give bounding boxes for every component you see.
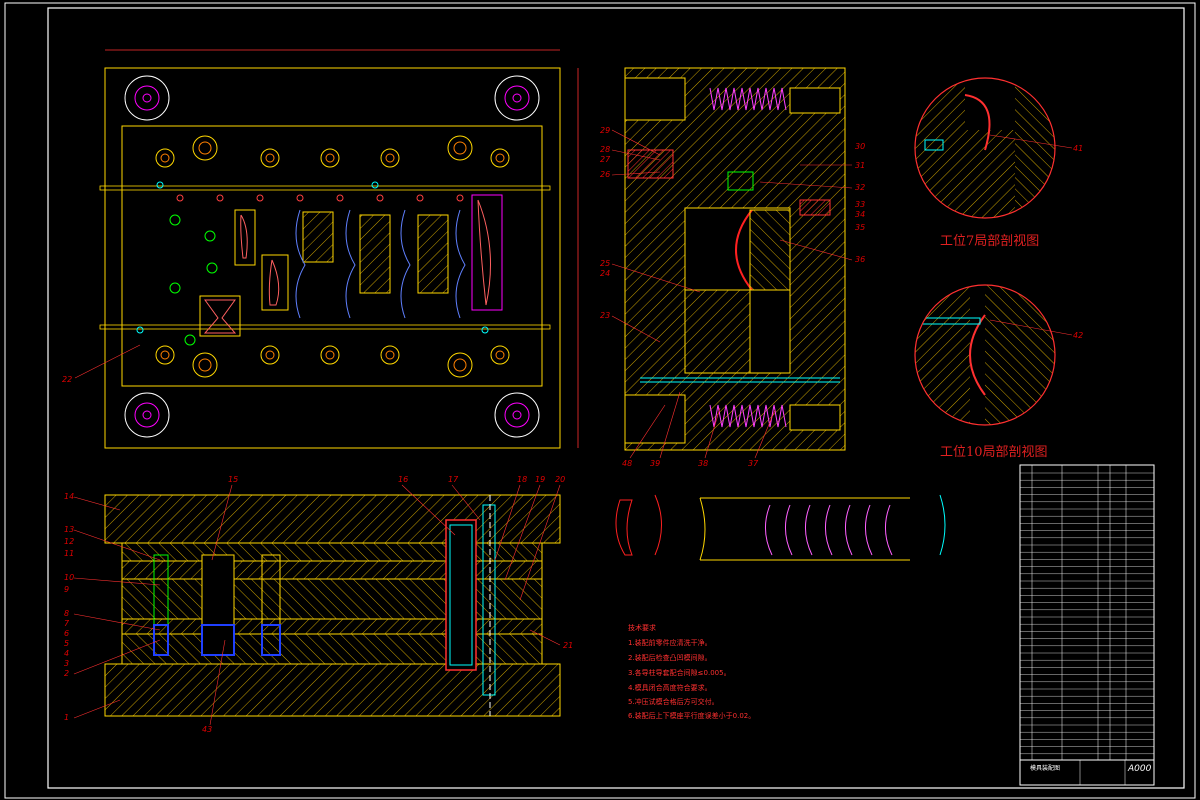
section-callouts-bottom: 48 39 38 37 xyxy=(622,391,776,468)
callout-42: 42 xyxy=(1073,331,1083,340)
callout-38: 38 xyxy=(698,459,708,468)
callout-7: 7 xyxy=(64,619,70,628)
callout-18: 18 xyxy=(517,475,527,484)
tech-req-line-3: 3.各导柱导套配合间隙≤0.005。 xyxy=(628,668,731,677)
callout-14: 14 xyxy=(64,492,74,501)
callout-39: 39 xyxy=(650,459,660,468)
guide-post-br xyxy=(494,392,540,438)
tech-req-line-1: 1.装配前零件应清洗干净。 xyxy=(628,638,712,647)
tech-req-line-5: 5.冲压试模合格后方可交付。 xyxy=(628,697,719,706)
callout-27: 27 xyxy=(600,155,611,164)
callout-11: 11 xyxy=(64,549,74,558)
tech-req-line-4: 4.模具闭合高度符合要求。 xyxy=(628,683,712,692)
callout-2: 2 xyxy=(64,669,69,678)
callout-19: 19 xyxy=(535,475,545,484)
drawing-frame-outer xyxy=(4,2,1196,799)
callout-34: 34 xyxy=(855,210,865,219)
plan-view: 22 xyxy=(62,49,579,449)
callout-41: 41 xyxy=(1073,144,1083,153)
technical-requirements: 技术要求 1.装配前零件应清洗干净。 2.装配后检查凸凹模间隙。 3.各导柱导套… xyxy=(628,623,755,720)
callout-20: 20 xyxy=(555,475,565,484)
callout-12: 12 xyxy=(64,537,74,546)
front-callouts-left: 14 13 12 11 10 9 8 7 6 5 4 3 2 1 xyxy=(64,492,161,722)
tech-req-line-6: 6.装配后上下模座平行度误差小于0.02。 xyxy=(628,711,755,720)
callout-33: 33 xyxy=(855,200,865,209)
callout-37: 37 xyxy=(748,459,759,468)
callout-15: 15 xyxy=(228,475,238,484)
section-callouts-right: 30 31 32 33 34 35 36 xyxy=(759,142,865,264)
callout-21: 21 xyxy=(563,641,573,650)
callout-30: 30 xyxy=(855,142,865,151)
callout-24: 24 xyxy=(600,269,610,278)
front-section-view: 14 13 12 11 10 9 8 7 6 5 4 3 2 1 15 16 1… xyxy=(64,475,573,734)
callout-6: 6 xyxy=(64,629,69,638)
callout-36: 36 xyxy=(855,255,865,264)
tech-req-heading: 技术要求 xyxy=(628,623,656,632)
callout-25: 25 xyxy=(600,259,610,268)
callout-17: 17 xyxy=(448,475,459,484)
callout-31: 31 xyxy=(855,161,865,170)
callout-32: 32 xyxy=(855,183,865,192)
callout-4: 4 xyxy=(64,649,69,658)
callout-16: 16 xyxy=(398,475,408,484)
title-block: 模具装配图 A000 xyxy=(1019,464,1155,786)
callout-26: 26 xyxy=(600,170,610,179)
callout-5: 5 xyxy=(64,639,69,648)
guide-post-bl xyxy=(124,392,170,438)
callout-3: 3 xyxy=(64,659,69,668)
callout-10: 10 xyxy=(64,573,74,582)
section-view-7-title: 工位7局部剖视图 xyxy=(940,234,1039,249)
callout-29: 29 xyxy=(600,126,610,135)
callout-35: 35 xyxy=(855,223,865,232)
callout-9: 9 xyxy=(64,585,69,594)
section-view: 29 28 27 26 25 24 23 30 31 32 33 34 35 3… xyxy=(600,67,865,468)
callout-28: 28 xyxy=(600,145,610,154)
detail-view-station-10: 42 工位10局部剖视图 xyxy=(914,284,1083,460)
drawing-number: A000 xyxy=(1127,764,1152,774)
callout-48: 48 xyxy=(622,459,632,468)
title-block-name: 模具装配图 xyxy=(1030,764,1060,772)
callout-23: 23 xyxy=(600,311,610,320)
front-callouts-top: 15 16 17 18 19 20 21 43 xyxy=(202,475,573,734)
strip-layout xyxy=(615,494,946,561)
callout-1: 1 xyxy=(64,713,69,722)
drawing-frame-inner xyxy=(47,7,1185,789)
callout-13: 13 xyxy=(64,525,74,534)
callout-43: 43 xyxy=(202,725,212,734)
section-callouts-left: 29 28 27 26 25 24 23 xyxy=(600,126,701,343)
guide-post-tr xyxy=(494,75,540,121)
tech-req-line-2: 2.装配后检查凸凹模间隙。 xyxy=(628,653,712,662)
callout-8: 8 xyxy=(64,609,69,618)
detail-view-station-7: 41 工位7局部剖视图 xyxy=(914,77,1083,249)
guide-post-tl xyxy=(124,75,170,121)
bom-rows xyxy=(1020,472,1154,754)
callout-22: 22 xyxy=(62,375,72,384)
section-view-10-title: 工位10局部剖视图 xyxy=(940,445,1048,460)
